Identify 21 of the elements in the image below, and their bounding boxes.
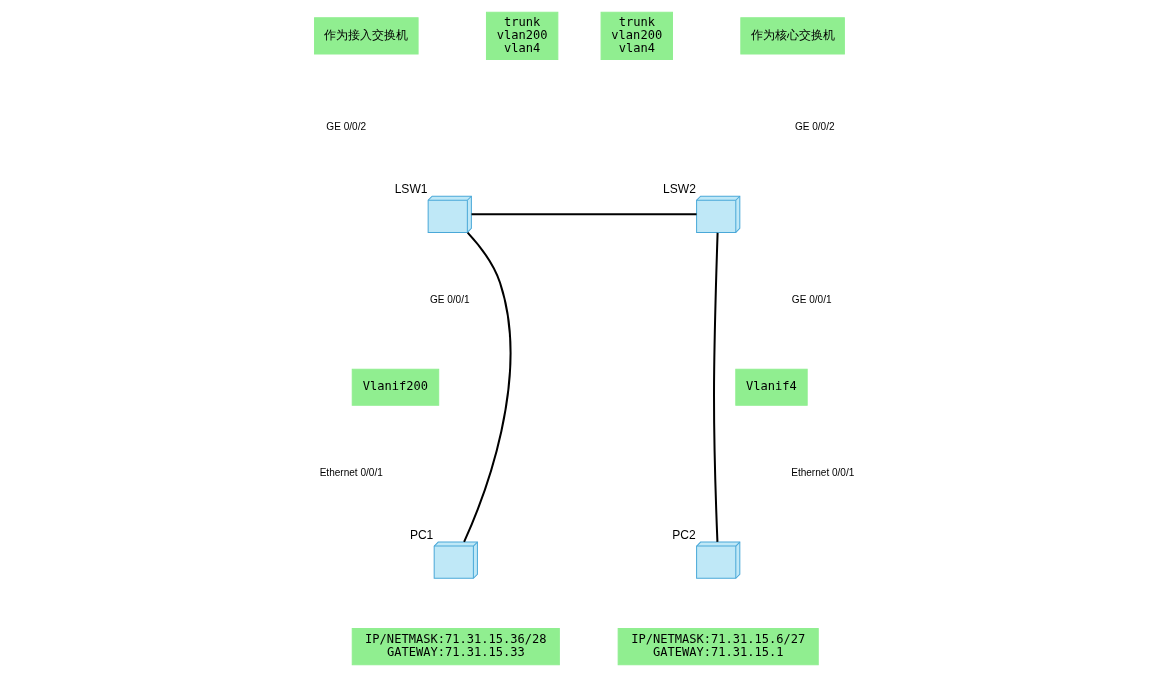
node-box: Vlanif4 — [735, 368, 808, 406]
connector — [463, 231, 512, 543]
connector — [713, 232, 719, 542]
node-box: 作为接入交换机 — [314, 17, 419, 55]
label: Ethernet 0/0/1 — [791, 467, 855, 479]
label: GE 0/0/2 — [794, 121, 835, 133]
node-box: Vlanif200 — [351, 368, 440, 406]
connector — [471, 213, 697, 216]
node-label: LSW1 — [394, 181, 428, 196]
node-box: trunk vlan200 vlan4 — [600, 11, 673, 60]
node-box: 作为核心交换机 — [740, 17, 845, 55]
node-box: IP/NETMASK:71.31.15.36/28 GATEWAY:71.31.15.33 — [351, 628, 560, 666]
node-label: PC1 — [409, 527, 434, 542]
node-box: trunk vlan200 vlan4 — [485, 11, 559, 60]
node-box: IP/NETMASK:71.31.15.6/27 GATEWAY:71.31.15.1 — [617, 628, 819, 666]
label: Ethernet 0/0/1 — [319, 467, 383, 479]
node-label: PC2 — [672, 527, 696, 542]
label: GE 0/0/1 — [791, 294, 832, 306]
label: GE 0/0/1 — [429, 294, 470, 306]
label: GE 0/0/2 — [326, 121, 367, 133]
node-label: LSW2 — [663, 181, 696, 196]
